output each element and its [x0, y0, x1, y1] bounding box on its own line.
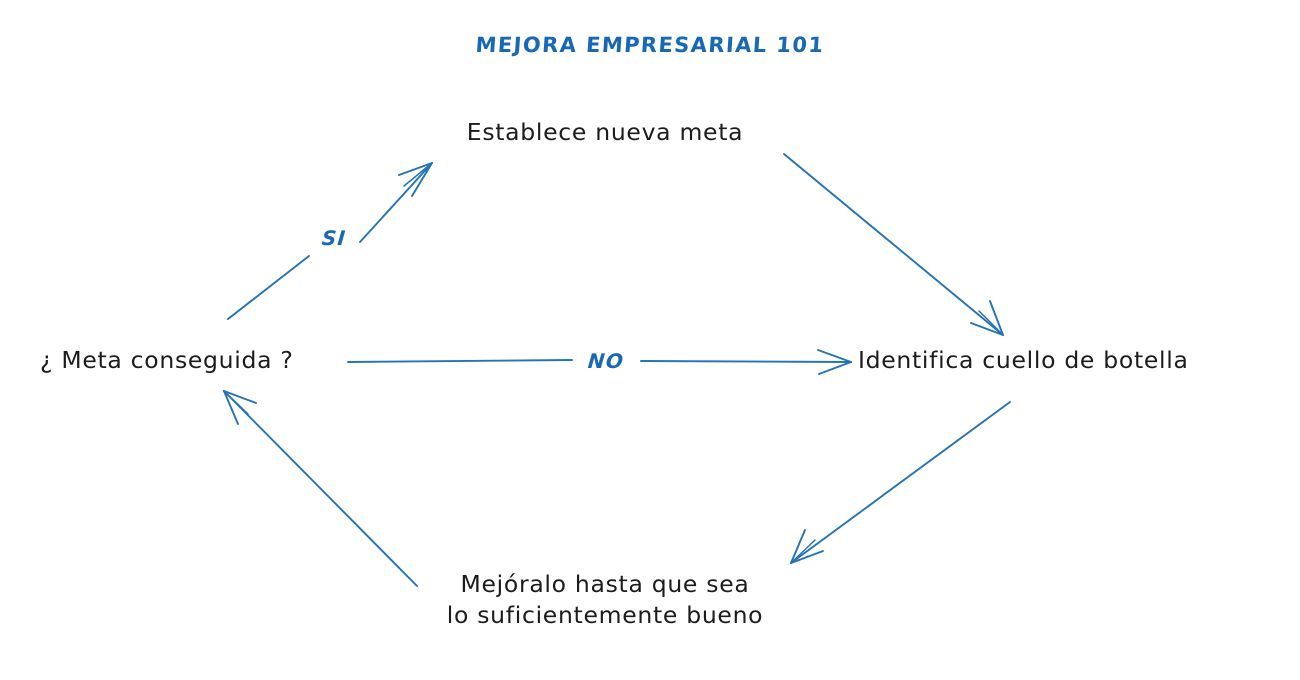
- node-mejoralo-line-2: lo suficientemente bueno: [446, 601, 764, 630]
- node-meta-conseguida[interactable]: ¿ Meta conseguida ?: [40, 346, 294, 374]
- edge-label-si: SI: [311, 223, 357, 253]
- edge-establecer-to-identifica: [783, 153, 1004, 336]
- edge-meta-to-establecer: [227, 162, 433, 320]
- edge-identifica-to-mejoralo: [790, 401, 1011, 564]
- edge-meta-to-identifica: [347, 349, 852, 375]
- edge-label-no: NO: [576, 347, 636, 375]
- node-establece-nueva-meta[interactable]: Establece nueva meta: [466, 118, 744, 146]
- node-mejoralo-hasta-que-sea-suficiente[interactable]: Mejóralo hasta que sea lo suficientement…: [447, 569, 764, 631]
- node-mejoralo-line-1: Mejóralo hasta que sea: [460, 570, 750, 598]
- node-identifica-cuello-de-botella[interactable]: Identifica cuello de botella: [858, 346, 1189, 374]
- edge-mejoralo-to-meta: [223, 390, 418, 587]
